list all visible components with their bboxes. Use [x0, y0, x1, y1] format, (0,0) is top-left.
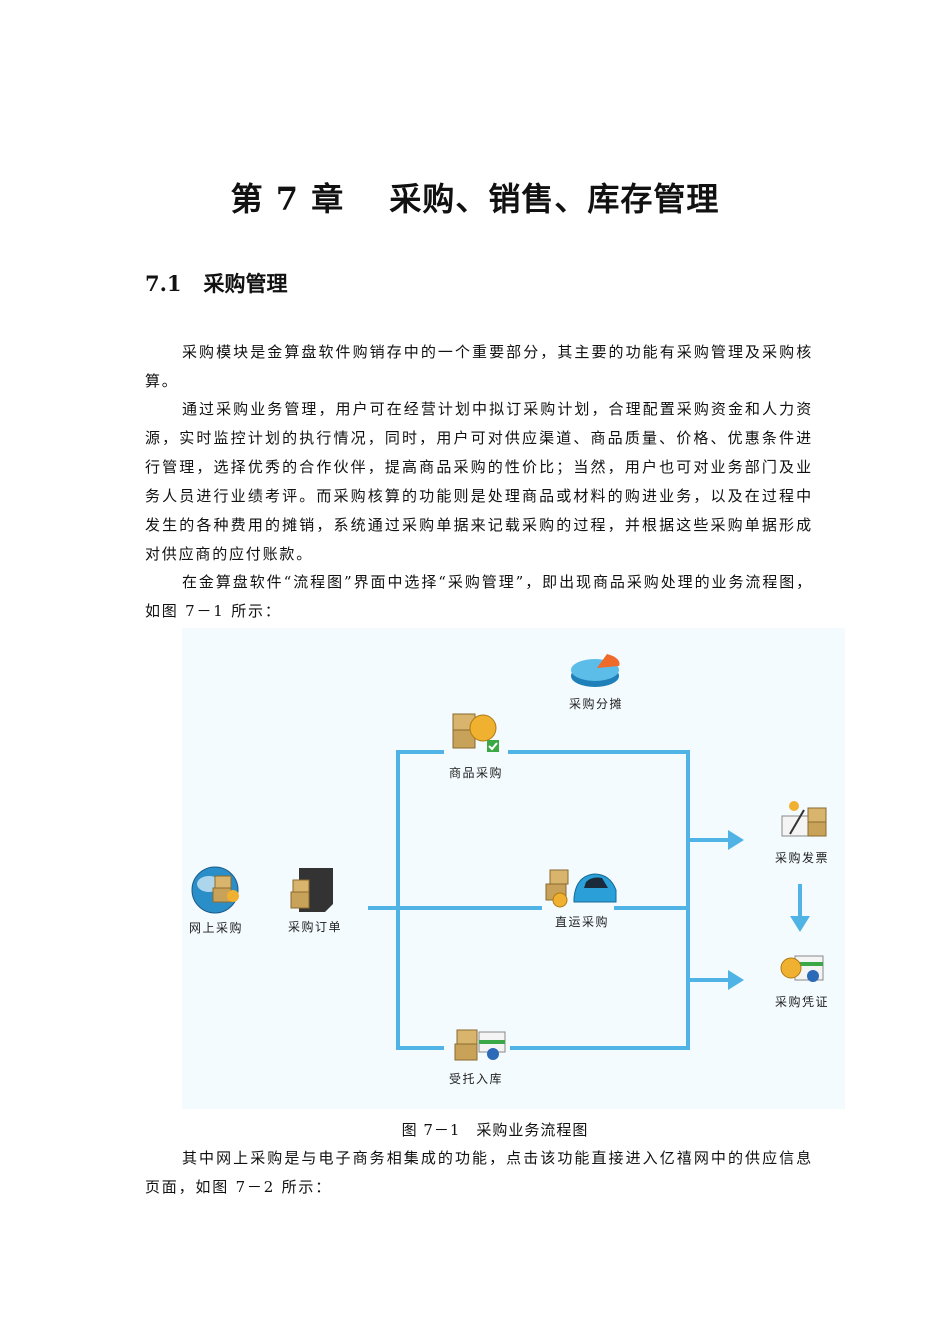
node-label[interactable]: 采购发票 — [775, 850, 829, 865]
node-label[interactable]: 网上采购 — [189, 920, 243, 935]
flow-line-right — [508, 750, 690, 1050]
chapter-title: 第 7 章 采购、销售、库存管理 — [230, 180, 720, 218]
section-number: 7.1 — [145, 271, 182, 296]
figure-caption: 图 7－1 采购业务流程图 — [401, 1121, 589, 1139]
voucher-coins-icon[interactable] — [780, 955, 824, 982]
order-document-icon[interactable] — [290, 868, 333, 912]
paragraph: 在金算盘软件“流程图”界面中选择“采购管理”，即出现商品采购处理的业务流程图，如… — [145, 573, 813, 620]
purchase-flow-diagram: 采购分摊 商品采购 直运采购 受托入库 网上采购 — [182, 628, 845, 1109]
node-label[interactable]: 直运采购 — [555, 914, 609, 929]
boxes-certificate-icon[interactable] — [454, 1029, 506, 1061]
node-label[interactable]: 采购凭证 — [775, 994, 829, 1009]
section-heading: 7.1 采购管理 — [145, 268, 288, 298]
paragraph: 通过采购业务管理，用户可在经营计划中拟订采购计划，合理配置采购资金和人力资源，实… — [145, 400, 813, 563]
flow-line-left — [396, 750, 444, 1050]
car-boxes-icon[interactable] — [545, 869, 617, 908]
arrowhead-icon — [790, 916, 810, 932]
pie-chart-icon[interactable] — [571, 654, 620, 687]
arrowhead-icon — [728, 970, 744, 990]
node-label[interactable]: 采购订单 — [288, 919, 342, 934]
section-title: 采购管理 — [203, 271, 288, 296]
flow-lines — [368, 750, 802, 1050]
invoice-pen-icon[interactable] — [781, 801, 827, 837]
boxes-coins-check-icon[interactable] — [452, 713, 499, 752]
paragraph: 采购模块是金算盘软件购销存中的一个重要部分，其主要的功能有采购管理及采购核算。 — [145, 343, 813, 390]
arrowhead-icon — [728, 830, 744, 850]
globe-boxes-icon[interactable] — [191, 866, 239, 914]
node-label[interactable]: 采购分摊 — [569, 696, 623, 711]
node-label[interactable]: 商品采购 — [449, 765, 503, 780]
node-label[interactable]: 受托入库 — [449, 1071, 503, 1086]
paragraph: 其中网上采购是与电子商务相集成的功能，点击该功能直接进入亿禧网中的供应信息页面，… — [145, 1149, 813, 1196]
